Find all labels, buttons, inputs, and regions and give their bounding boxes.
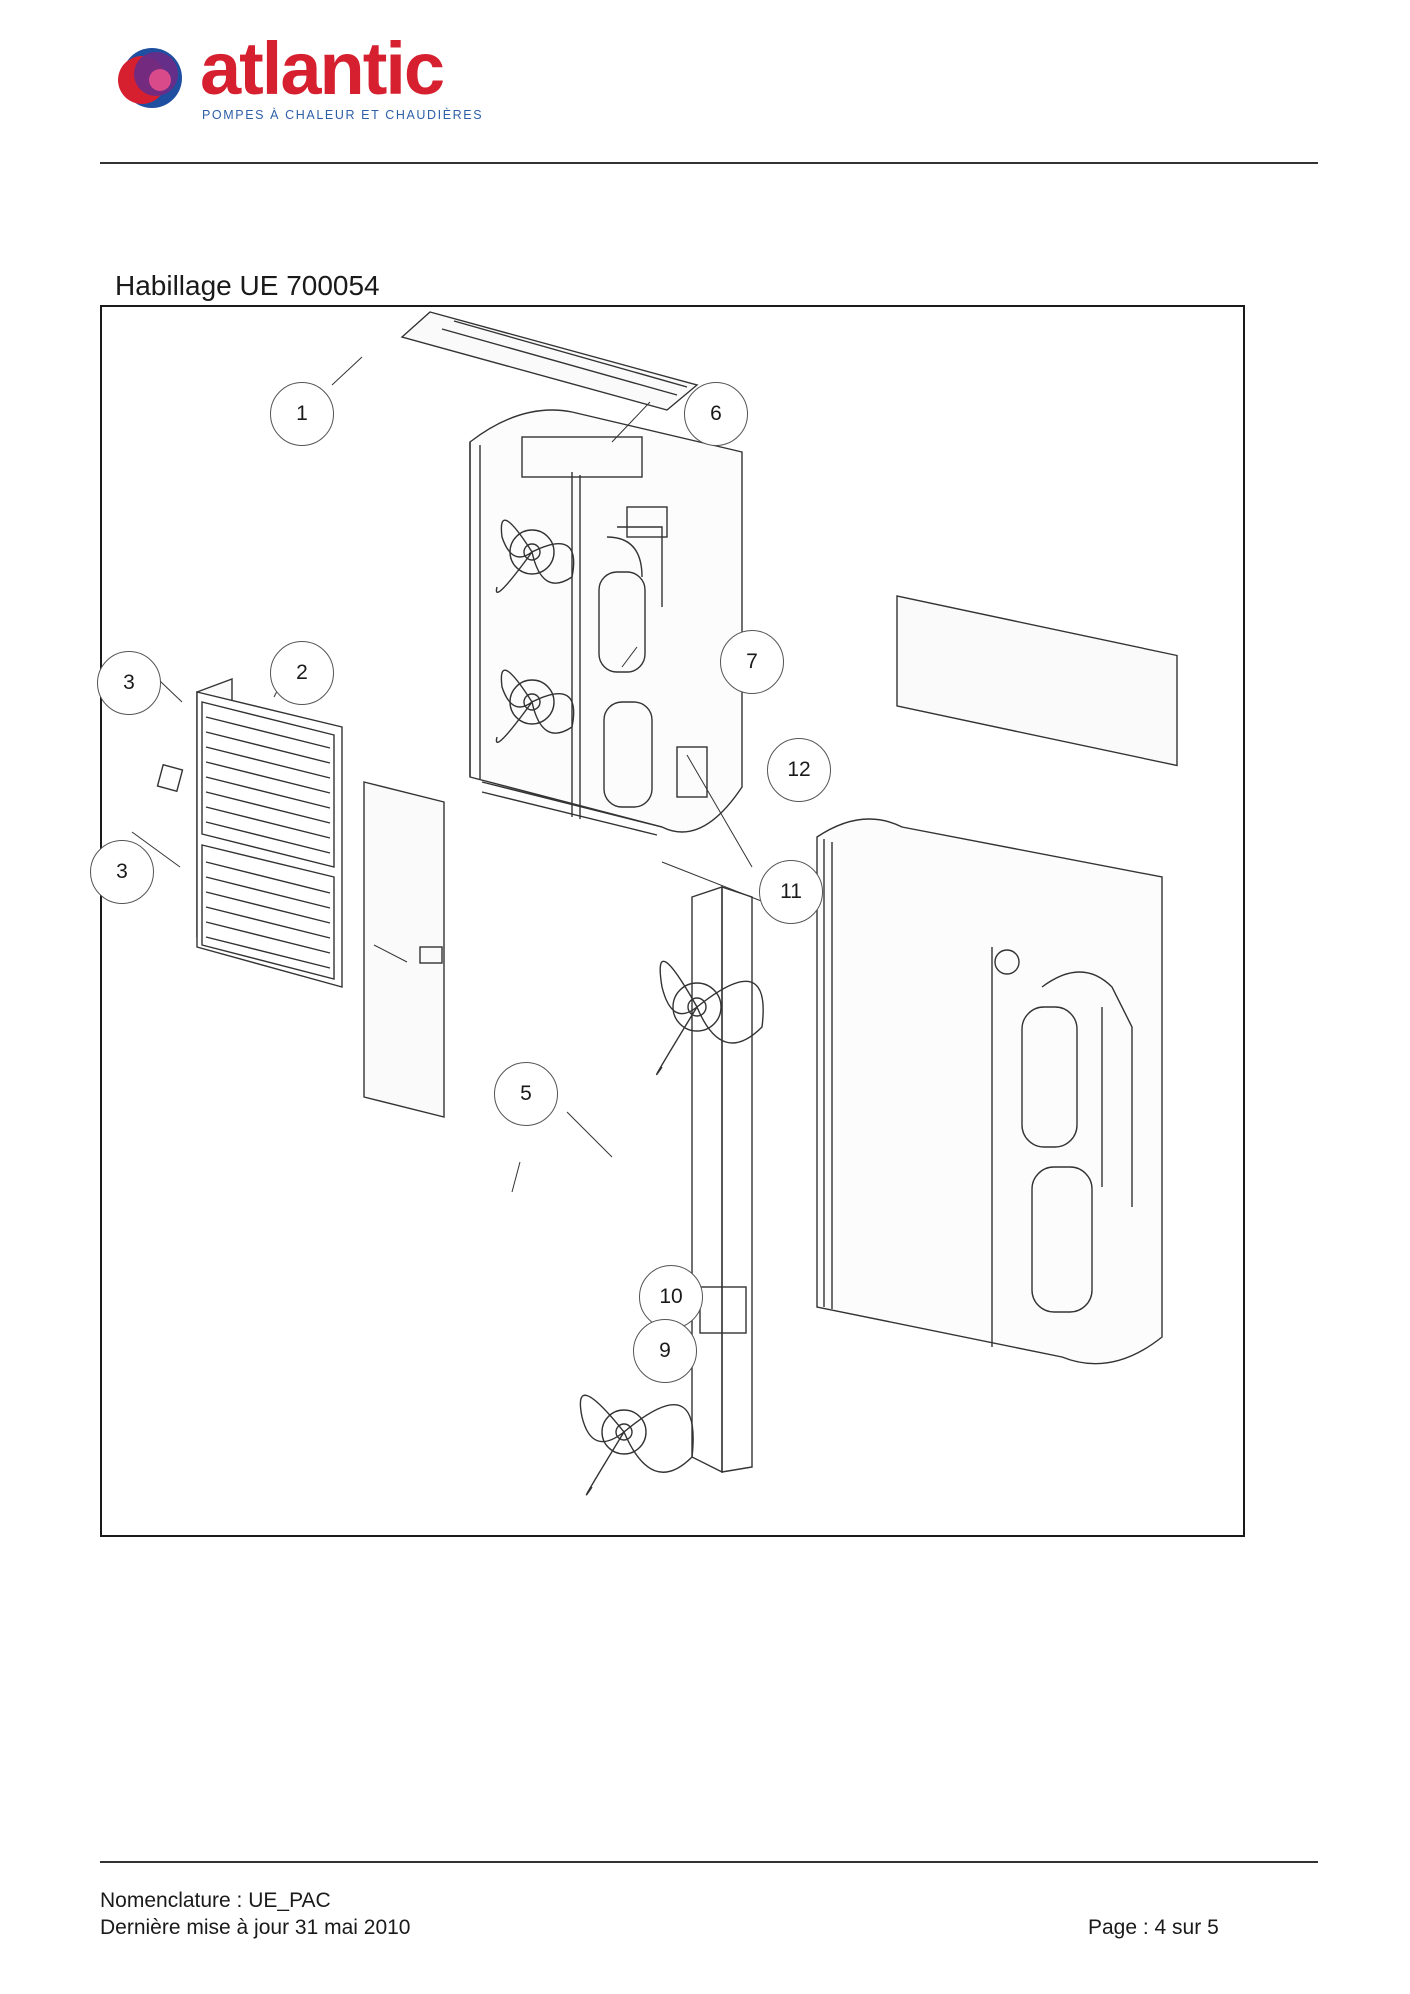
footer-rule xyxy=(100,1861,1318,1863)
footer-update-date: Dernière mise à jour 31 mai 2010 xyxy=(100,1916,411,1939)
callout-3-upper: 3 xyxy=(97,651,161,715)
header-rule xyxy=(100,162,1318,164)
logo-tagline: POMPES À CHALEUR ET CHAUDIÈRES xyxy=(202,108,484,122)
callout-7: 7 xyxy=(720,630,784,694)
callout-1: 1 xyxy=(270,382,334,446)
callout-11: 11 xyxy=(759,860,823,924)
callout-9: 9 xyxy=(633,1319,697,1383)
top-cover-part xyxy=(400,311,699,411)
logo-wordmark: atlantic xyxy=(200,27,445,110)
inner-chassis-part xyxy=(816,595,1178,1365)
atlantic-logo: atlantic POMPES À CHALEUR ET CHAUDIÈRES xyxy=(112,32,492,128)
logo-mark-icon xyxy=(118,48,182,108)
exploded-view-frame: 1 6 3 2 7 12 3 11 5 10 9 xyxy=(90,305,1245,1537)
side-panel-part xyxy=(363,781,445,1118)
callout-3-lower: 3 xyxy=(90,840,154,904)
callout-6: 6 xyxy=(684,382,748,446)
footer-page-number: Page : 4 sur 5 xyxy=(1088,1916,1219,1939)
page-title: Habillage UE 700054 xyxy=(115,270,380,301)
callout-2: 2 xyxy=(270,641,334,705)
front-grille-part xyxy=(156,677,343,988)
exploded-view-drawing xyxy=(131,311,1178,1496)
rear-casing-part xyxy=(469,409,743,836)
fan-assembly-part xyxy=(579,886,764,1496)
callout-12: 12 xyxy=(767,738,831,802)
footer-nomenclature: Nomenclature : UE_PAC xyxy=(100,1889,331,1912)
callout-10: 10 xyxy=(639,1265,703,1329)
callout-5: 5 xyxy=(494,1062,558,1126)
